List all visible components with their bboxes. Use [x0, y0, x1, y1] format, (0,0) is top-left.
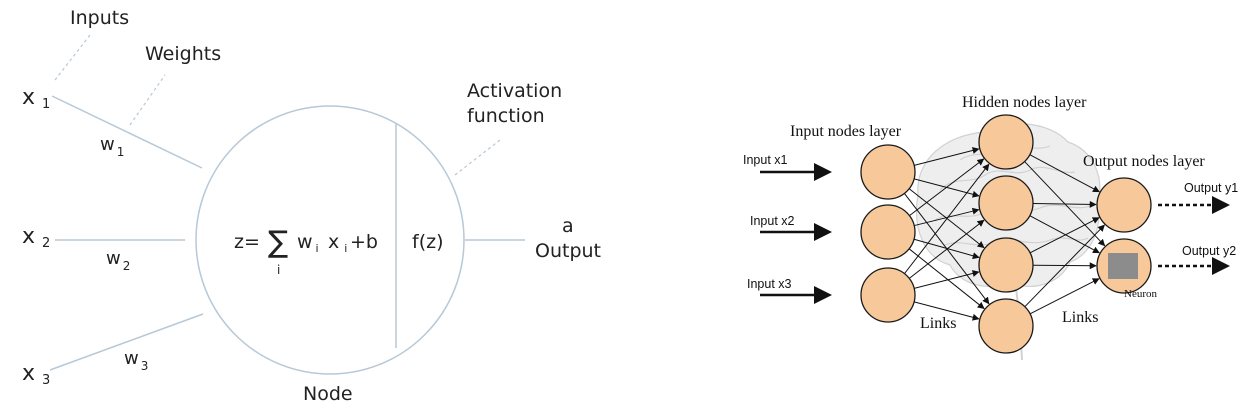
- hidden-node-2: [978, 175, 1034, 231]
- formula-z: z=: [234, 231, 260, 253]
- link-hidden2-output1: [1032, 200, 1097, 208]
- input-node-2: [860, 204, 916, 260]
- hidden-node-4: [978, 298, 1034, 354]
- label-links-right: Links: [1062, 309, 1098, 326]
- neuron-square: [1108, 253, 1138, 279]
- hidden-node-3: [978, 237, 1034, 293]
- link-hidden3-output1: [1029, 217, 1100, 254]
- label-weights: Weights: [145, 43, 221, 65]
- link-input3-hidden4: [913, 301, 980, 321]
- link-hidden2-output2: [1029, 215, 1100, 254]
- link-input1-hidden1: [914, 147, 980, 166]
- link-input2-hidden1: [909, 158, 985, 217]
- activation-leader-line: [454, 139, 501, 176]
- link-hidden1-output1: [1029, 154, 1100, 193]
- label-links-left: Links: [920, 315, 956, 332]
- link-input3-hidden2: [908, 219, 985, 279]
- node-circle: [195, 105, 465, 375]
- input-node-3: [860, 267, 916, 323]
- output-label-2: Output y2: [1182, 244, 1236, 258]
- output-label-1: Output y1: [1184, 181, 1238, 195]
- output-node-1: [1096, 177, 1152, 233]
- hidden-node-1: [978, 114, 1034, 170]
- link-hidden4-output1: [1024, 224, 1105, 308]
- formula-bias: +b: [350, 231, 378, 253]
- label-output-layer: Output nodes layer: [1083, 153, 1205, 170]
- label-neuron: Neuron: [1124, 288, 1157, 300]
- activation-fz: f(z): [412, 231, 444, 253]
- link-input2-hidden4: [908, 248, 985, 309]
- input-node-1: [860, 144, 916, 200]
- network-nodes: [860, 114, 1152, 354]
- input-line-1: [51, 95, 203, 169]
- weights-leader-line: [129, 74, 166, 126]
- input-label-2: Input x2: [750, 214, 795, 228]
- input-label-3: Input x3: [747, 277, 792, 291]
- link-input3-hidden1: [904, 163, 990, 274]
- inputs-leader-line: [54, 34, 91, 81]
- network-diagram: Input nodes layer Hidden nodes layer Out…: [743, 94, 1238, 361]
- formula-sum-sign: ∑: [268, 225, 288, 260]
- link-input2-hidden3: [913, 238, 980, 260]
- input-line-3: [49, 313, 204, 371]
- network-links: [904, 147, 1106, 321]
- activation-label-line2: function: [467, 105, 545, 127]
- output-label: Output: [535, 240, 601, 262]
- node-label: Node: [303, 383, 353, 405]
- label-inputs: Inputs: [70, 7, 129, 29]
- label-hidden-layer: Hidden nodes layer: [962, 94, 1087, 111]
- formula-sum-index: i: [277, 263, 280, 277]
- input-arrows: [760, 163, 832, 304]
- link-input3-hidden3: [914, 270, 980, 289]
- activation-label-line1: Activation: [467, 80, 562, 102]
- input-label-1: Input x1: [743, 153, 788, 167]
- link-input2-hidden2: [914, 207, 980, 227]
- output-a: a: [562, 215, 574, 237]
- output-arrows: [1158, 196, 1230, 275]
- link-hidden4-output2: [1029, 278, 1100, 315]
- label-input-layer: Input nodes layer: [790, 123, 902, 140]
